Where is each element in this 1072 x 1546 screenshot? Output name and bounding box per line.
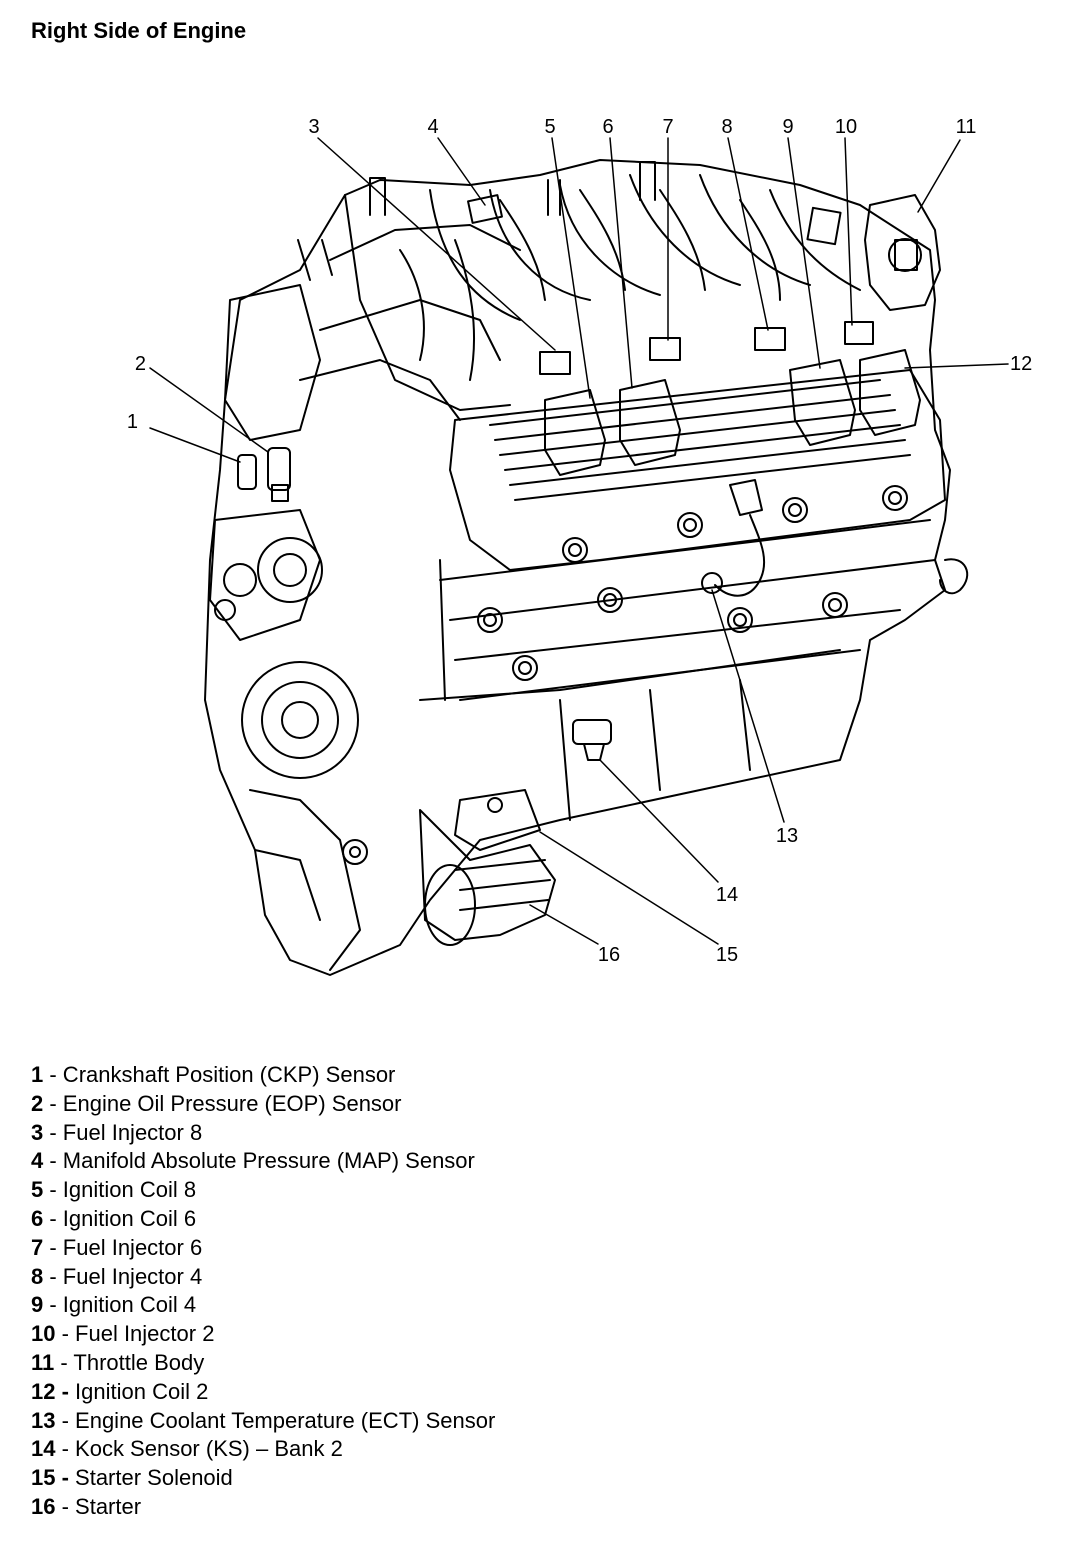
legend-number: 15 - [31, 1465, 69, 1491]
page-title: Right Side of Engine [31, 18, 247, 43]
callout-10: 10 [835, 116, 857, 138]
legend-number: 7 [31, 1234, 44, 1260]
legend-number: 9 [31, 1292, 44, 1318]
legend-text: - Engine Oil Pressure (EOP) Sensor [43, 1090, 402, 1116]
legend-text: - Ignition Coil 4 [43, 1292, 197, 1318]
callout-12: 12 [1010, 353, 1032, 375]
callout-8: 8 [721, 116, 732, 138]
legend-item: 16 - Starter [31, 1493, 495, 1522]
legend-text: - Fuel Injector 8 [43, 1119, 203, 1145]
legend-number: 1 [31, 1062, 44, 1087]
leader-lines [149, 137, 1009, 945]
callout-9: 9 [782, 116, 793, 138]
callout-13: 13 [776, 825, 798, 847]
legend-number: 13 [31, 1407, 56, 1433]
legend-text: - Throttle Body [54, 1349, 205, 1375]
legend-text: - Ignition Coil 8 [43, 1177, 197, 1203]
legend-item: 9 - Ignition Coil 4 [31, 1291, 495, 1320]
legend-number: 11 [31, 1349, 55, 1375]
callout-16: 16 [598, 944, 620, 966]
legend-number: 2 [31, 1090, 44, 1116]
engine-diagram: 1 2 3 4 5 6 7 8 9 10 11 12 13 14 15 16 [127, 116, 1032, 976]
legend-item: 15 - Starter Solenoid [31, 1464, 495, 1493]
legend-text: - Fuel Injector 2 [55, 1321, 215, 1347]
callout-7: 7 [662, 116, 673, 138]
legend-text: - Fuel Injector 4 [43, 1263, 203, 1289]
legend-text: - Ignition Coil 6 [43, 1205, 197, 1231]
legend-item: 6 - Ignition Coil 6 [31, 1205, 495, 1234]
callout-5: 5 [544, 116, 555, 138]
callout-numbers: 1 2 3 4 5 6 7 8 9 10 11 12 13 14 15 16 [127, 116, 1032, 966]
legend-item: 3 - Fuel Injector 8 [31, 1119, 495, 1148]
parts-legend: 1 - Crankshaft Position (CKP) Sensor 2 -… [31, 1061, 495, 1522]
callout-11: 11 [956, 116, 977, 138]
callout-15: 15 [716, 944, 738, 966]
callout-1: 1 [127, 411, 138, 433]
legend-number: 3 [31, 1119, 44, 1145]
legend-item: 1 - Crankshaft Position (CKP) Sensor [31, 1061, 495, 1090]
legend-item: 2 - Engine Oil Pressure (EOP) Sensor [31, 1090, 495, 1119]
legend-item: 14 - Kock Sensor (KS) – Bank 2 [31, 1435, 495, 1464]
legend-number: 14 [31, 1436, 56, 1462]
callout-6: 6 [602, 116, 613, 138]
legend-number: 5 [31, 1177, 44, 1203]
legend-text: - Crankshaft Position (CKP) Sensor [43, 1062, 396, 1087]
legend-item: 7 - Fuel Injector 6 [31, 1234, 495, 1263]
legend-item: 8 - Fuel Injector 4 [31, 1263, 495, 1292]
legend-number: 6 [31, 1205, 44, 1231]
legend-number: 4 [31, 1148, 44, 1174]
engine-drawing [204, 159, 969, 976]
legend-number: 16 [31, 1493, 56, 1519]
legend-text: Starter Solenoid [68, 1465, 233, 1491]
callout-14: 14 [716, 884, 738, 906]
legend-item: 13 - Engine Coolant Temperature (ECT) Se… [31, 1407, 495, 1436]
legend-item: 5 - Ignition Coil 8 [31, 1176, 495, 1205]
callout-3: 3 [308, 116, 319, 138]
legend-text: - Kock Sensor (KS) – Bank 2 [55, 1436, 343, 1462]
callout-4: 4 [427, 116, 438, 138]
callout-2: 2 [135, 353, 146, 375]
legend-item: 4 - Manifold Absolute Pressure (MAP) Sen… [31, 1147, 495, 1176]
legend-item: 11 - Throttle Body [31, 1349, 495, 1378]
legend-number: 10 [31, 1321, 56, 1347]
legend-text: - Manifold Absolute Pressure (MAP) Senso… [43, 1148, 475, 1174]
legend-number: 12 - [31, 1378, 69, 1404]
legend-number: 8 [31, 1263, 44, 1289]
legend-text: - Fuel Injector 6 [43, 1234, 203, 1260]
legend-text: - Starter [55, 1493, 142, 1519]
legend-text: Ignition Coil 2 [68, 1378, 209, 1404]
legend-item: 10 - Fuel Injector 2 [31, 1320, 495, 1349]
legend-text: - Engine Coolant Temperature (ECT) Senso… [55, 1407, 496, 1433]
legend-item: 12 - Ignition Coil 2 [31, 1378, 495, 1407]
